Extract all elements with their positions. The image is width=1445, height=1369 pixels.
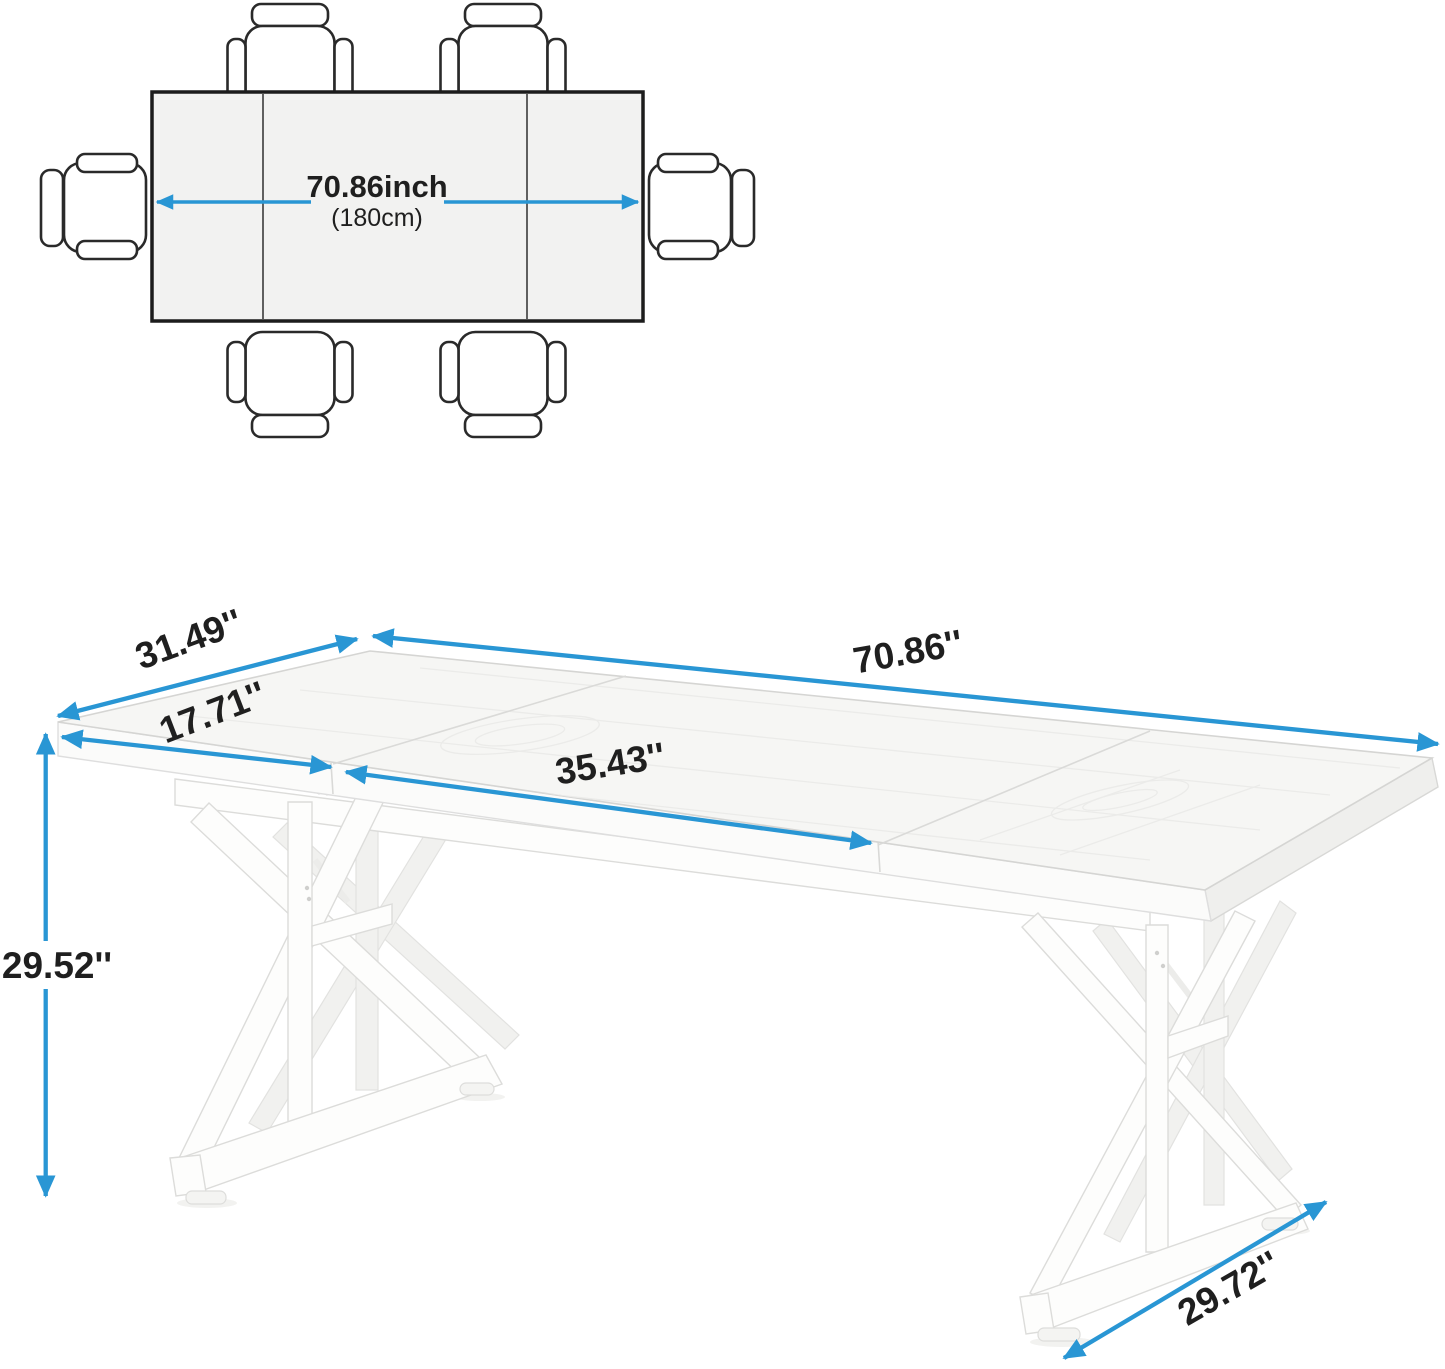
plan-tabletop — [150, 90, 645, 323]
plan-width-label: 70.86inch — [306, 169, 447, 204]
chair-right — [647, 152, 756, 261]
foot-beam-cap — [169, 1154, 207, 1197]
chair-bottom-left — [226, 330, 354, 439]
leg-screw — [304, 885, 310, 891]
chair-armrest — [656, 152, 720, 174]
leg-strut — [1167, 1015, 1229, 1060]
chair-seat — [647, 161, 733, 254]
perspective-view: 31.49'' 70.86'' 17.71'' 35.43'' 29.52'' … — [2, 601, 1440, 1360]
chair-left — [39, 152, 148, 261]
chair-armrest — [439, 340, 460, 404]
chair-armrest — [75, 152, 139, 174]
chair-seat — [62, 161, 148, 254]
chair-armrest — [656, 239, 720, 261]
leg-center-post — [1145, 924, 1169, 1253]
length-dimension-label: 70.86'' — [850, 622, 966, 682]
plan-width-metric-label: (180cm) — [331, 204, 423, 232]
depth-dimension-arrow — [56, 634, 359, 721]
middle-leaf-dimension-arrow — [344, 765, 873, 850]
chair-armrest — [226, 340, 247, 404]
depth-dimension-label: 31.49'' — [130, 601, 248, 677]
chair-armrest — [333, 37, 354, 101]
chair-seat — [457, 330, 549, 417]
foot-pad — [1037, 1327, 1081, 1342]
foot-pad — [185, 1190, 227, 1205]
chair-top-right — [439, 2, 567, 111]
chair-backrest — [250, 2, 330, 28]
chair-armrest — [75, 239, 139, 261]
chair-backrest — [730, 168, 756, 248]
plan-view: 70.86inch (180cm) — [39, 2, 756, 439]
foot-pad — [459, 1082, 495, 1096]
chair-top-left — [226, 2, 354, 111]
chair-armrest — [226, 37, 247, 101]
base-depth-dimension-arrow — [1062, 1200, 1328, 1360]
chair-backrest — [39, 168, 65, 248]
leg-screw — [1154, 950, 1160, 956]
leg-center-post — [287, 801, 313, 1141]
side-leaf-dimension-arrow — [60, 729, 333, 775]
chair-armrest — [546, 37, 567, 101]
leg-screw — [306, 896, 312, 902]
front-face-seam — [877, 840, 881, 873]
length-dimension-arrow — [371, 628, 1440, 752]
leg-screw — [1160, 963, 1166, 969]
leg-strut — [311, 903, 393, 947]
chair-armrest — [439, 37, 460, 101]
chair-bottom-right — [439, 330, 567, 439]
left-leg-front-frame — [169, 751, 504, 1205]
chair-backrest — [463, 2, 543, 28]
chair-armrest — [546, 340, 567, 404]
height-dimension-label: 29.52'' — [2, 945, 112, 986]
dimension-arrows — [35, 628, 1440, 1360]
chair-seat — [244, 330, 336, 417]
chair-armrest — [333, 340, 354, 404]
chair-backrest — [250, 413, 330, 439]
chair-backrest — [463, 413, 543, 439]
